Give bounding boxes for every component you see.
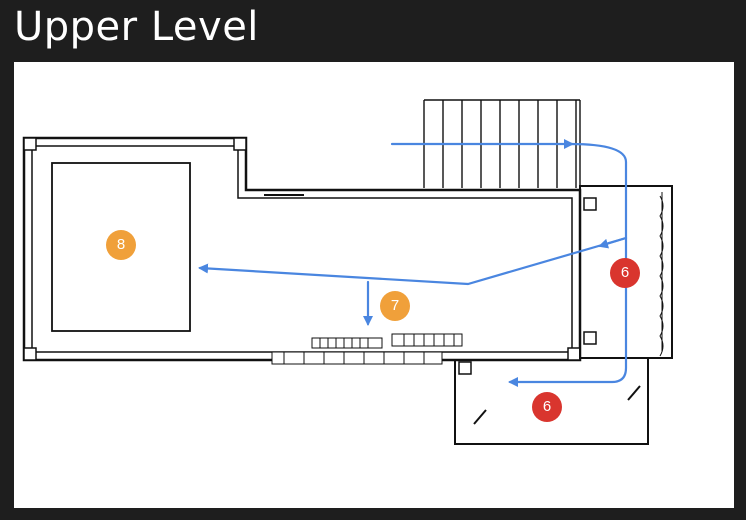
marker-6-deck[interactable]: 6	[610, 258, 640, 288]
counter-details	[283, 334, 455, 364]
lower-deck	[454, 358, 649, 445]
marker-8[interactable]: 8	[106, 230, 136, 260]
deck-posts	[458, 197, 597, 375]
floor-plan-drawing	[22, 99, 673, 445]
path-arrow-down-deck	[508, 142, 628, 387]
room-8-outline	[51, 162, 191, 332]
path-arrow-to-room8	[198, 236, 628, 286]
wall-posts	[23, 137, 581, 361]
page-title: Upper Level	[14, 4, 259, 50]
floor-plan-canvas: 8 7 6 6	[14, 62, 734, 508]
header-bar: Upper Level	[0, 0, 746, 60]
marker-7[interactable]: 7	[380, 291, 410, 321]
marker-6-lower[interactable]: 6	[532, 392, 562, 422]
